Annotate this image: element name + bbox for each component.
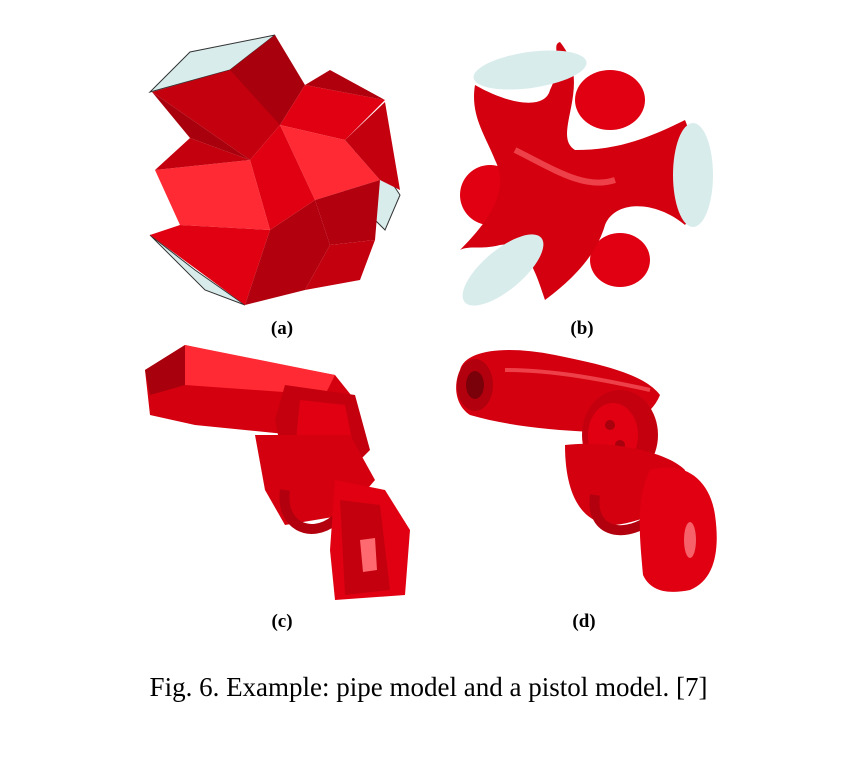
smooth-pistol-image <box>456 350 717 592</box>
panel-d-smooth-pistol <box>445 340 735 600</box>
faceted-pipe-image <box>148 34 401 306</box>
faceted-pistol-image <box>145 345 410 600</box>
panel-c-label: (c) <box>271 611 293 632</box>
smooth-pipe-image <box>460 42 713 306</box>
panel-c-faceted-pistol <box>135 340 425 610</box>
panel-b-smooth-pipe <box>455 30 725 315</box>
panel-a-label: (a) <box>270 318 294 339</box>
panel-a-faceted-pipe <box>130 30 430 315</box>
figure-caption: Fig. 6. Example: pipe model and a pistol… <box>149 672 708 702</box>
panel-d-label: (d) <box>572 611 596 632</box>
panel-b-label: (b) <box>570 318 594 339</box>
